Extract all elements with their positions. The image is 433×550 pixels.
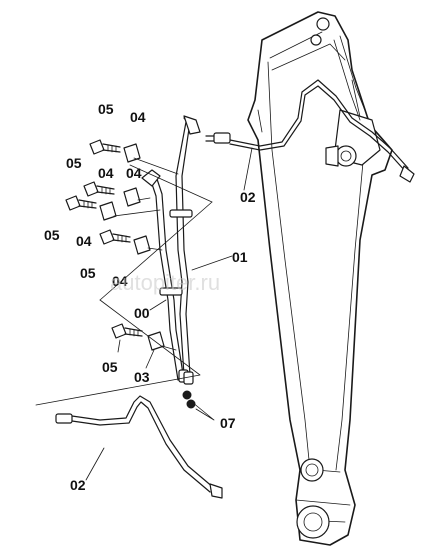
bolt-05-e — [111, 323, 143, 339]
bolt-05-d — [99, 229, 131, 245]
label-02-lower: 02 — [70, 477, 86, 493]
clamp-04-d — [133, 235, 151, 255]
label-05-d: 05 — [80, 265, 96, 281]
watermark-text: autopiter.ru — [110, 270, 220, 295]
part-labels: 05 04 05 04 04 05 04 05 04 02 01 00 05 0… — [44, 101, 256, 493]
clamp-03 — [147, 331, 165, 351]
bolt-05-a — [89, 139, 121, 155]
label-02-boom: 02 — [240, 189, 256, 205]
label-04-d: 04 — [76, 233, 92, 249]
flexible-hose-02-lower — [55, 395, 223, 499]
assembly-leader-lines — [35, 164, 213, 406]
clamp-04-c — [99, 201, 117, 221]
label-05-c: 05 — [44, 227, 60, 243]
label-04-e: 04 — [112, 273, 128, 289]
clamp-04-a — [123, 143, 141, 163]
boom-arm — [205, 11, 415, 546]
bolt-05-b — [83, 181, 115, 197]
label-00: 00 — [134, 305, 150, 321]
label-07: 07 — [220, 415, 236, 431]
bolts-and-clamps — [65, 139, 179, 351]
label-05-e: 05 — [102, 359, 118, 375]
label-05-b: 05 — [66, 155, 82, 171]
label-01: 01 — [232, 249, 248, 265]
label-03: 03 — [134, 369, 150, 385]
label-04-c: 04 — [126, 165, 142, 181]
label-04-a: 04 — [130, 109, 146, 125]
steel-pipe-assembly — [141, 115, 215, 421]
clamp-04-b — [123, 187, 141, 207]
label-05-a: 05 — [98, 101, 114, 117]
label-04-b: 04 — [98, 165, 114, 181]
bolt-05-c — [65, 195, 97, 211]
